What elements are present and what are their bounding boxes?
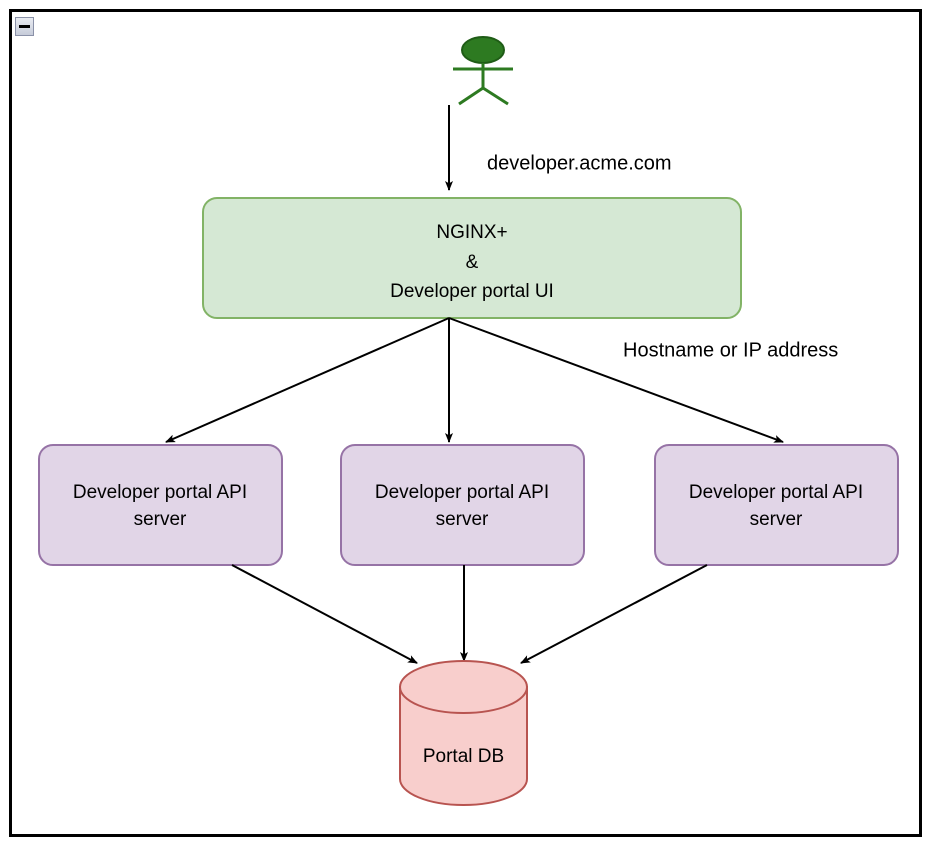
node-gateway[interactable]: NGINX+ & Developer portal UI xyxy=(202,197,742,319)
user-actor xyxy=(453,36,513,106)
node-database-body[interactable] xyxy=(399,686,528,806)
node-api-server-1-line-1: Developer portal API xyxy=(73,482,247,503)
edge-label-gateway-to-api: Hostname or IP address xyxy=(623,339,838,361)
actor-leg-left-icon xyxy=(458,86,484,106)
node-api-server-3-line-1: Developer portal API xyxy=(689,482,863,503)
edge-gateway-to-api-1 xyxy=(165,317,450,443)
node-api-server-1[interactable]: Developer portal API server xyxy=(38,444,283,566)
node-api-server-2[interactable]: Developer portal API server xyxy=(340,444,585,566)
node-database-label: Portal DB xyxy=(423,746,504,767)
collapse-button[interactable] xyxy=(15,17,34,36)
node-api-server-3-shape[interactable] xyxy=(654,444,899,566)
edge-gateway-to-api-3 xyxy=(448,317,784,443)
node-database-top[interactable] xyxy=(399,660,528,714)
node-gateway-line-3: Developer portal UI xyxy=(390,281,554,302)
node-api-server-2-line-1: Developer portal API xyxy=(375,482,549,503)
actor-leg-right-icon xyxy=(482,86,509,106)
minus-icon xyxy=(19,25,30,28)
node-api-server-1-shape[interactable] xyxy=(38,444,283,566)
edge-api-1-to-database xyxy=(231,564,418,664)
edge-label-actor-to-gateway: developer.acme.com xyxy=(487,152,672,174)
node-api-server-3[interactable]: Developer portal API server xyxy=(654,444,899,566)
edge-api-3-to-database xyxy=(520,564,708,664)
node-gateway-line-1: NGINX+ xyxy=(436,222,507,243)
node-api-server-2-line-2: server xyxy=(436,509,489,530)
node-api-server-2-shape[interactable] xyxy=(340,444,585,566)
node-api-server-1-line-2: server xyxy=(134,509,187,530)
node-gateway-shape[interactable] xyxy=(202,197,742,319)
actor-head-icon xyxy=(461,36,505,64)
node-api-server-3-line-2: server xyxy=(750,509,803,530)
node-database[interactable]: Portal DB xyxy=(399,660,528,806)
node-gateway-line-2: & xyxy=(466,252,479,273)
